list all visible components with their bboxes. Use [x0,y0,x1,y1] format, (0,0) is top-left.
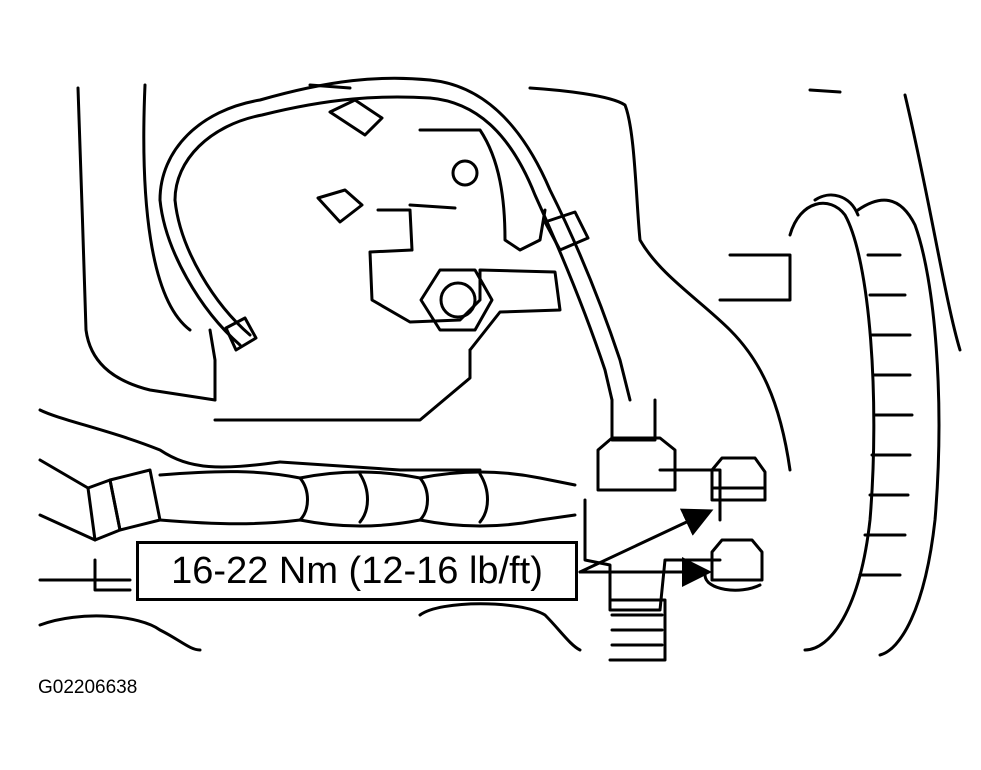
torque-pointers [578,508,714,587]
pointer-upper-bolt [578,508,714,574]
torque-callout: 16-22 Nm (12-16 lb/ft) [136,541,578,601]
caliper-and-fitting [583,436,722,662]
knuckle-outline [38,83,792,472]
brake-rotor [788,88,962,657]
bracket-with-nut [368,128,562,352]
lower-arm [38,558,582,652]
brake-hose [158,76,657,442]
tie-rod-boot [38,458,577,542]
caliper-bolts [703,456,767,592]
figure-id: G02206638 [38,677,138,698]
